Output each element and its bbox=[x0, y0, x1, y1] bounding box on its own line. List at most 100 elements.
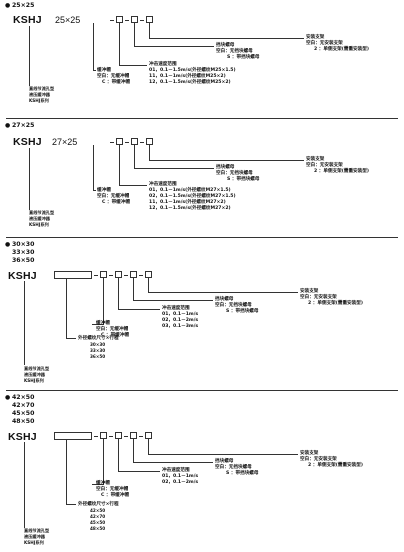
thread-opt: 42×50 bbox=[90, 508, 106, 513]
thread-opt: 33×30 bbox=[90, 348, 106, 353]
section-header: 33×30 bbox=[12, 249, 35, 256]
mount-title: 安装支架 bbox=[306, 157, 325, 162]
bullet-icon: ● bbox=[5, 241, 11, 248]
cap-title: 缓冲帽 bbox=[97, 68, 111, 73]
cap-opt1: 空白：无缓冲帽 bbox=[97, 74, 130, 79]
section-header: 25×25 bbox=[12, 2, 35, 9]
option-box-thread bbox=[54, 271, 92, 279]
option-box-mount bbox=[145, 432, 152, 439]
option-box-speed bbox=[116, 16, 123, 23]
option-box-speed bbox=[115, 271, 122, 278]
section-divider bbox=[6, 390, 398, 391]
model-code: KSHJ bbox=[13, 136, 42, 148]
mount-title: 安装支架 bbox=[306, 35, 325, 40]
cap-opt2: C ：带缓冲帽 bbox=[102, 80, 130, 85]
cap-title: 缓冲帽 bbox=[96, 321, 110, 326]
mount-title: 安装支架 bbox=[300, 451, 319, 456]
speed-title: 冲击速度范围 bbox=[149, 62, 177, 67]
model-code: KSHJ bbox=[13, 14, 42, 26]
series-line: KSHJ系列 bbox=[24, 540, 44, 545]
series-line: 直线节流孔型 bbox=[24, 366, 50, 371]
mount-opt1: 空白：无安装支架 bbox=[300, 457, 337, 462]
series-line: 直线节流孔型 bbox=[29, 86, 55, 91]
option-box-nut bbox=[130, 271, 137, 278]
series-line: 液压缓冲器 bbox=[29, 92, 50, 97]
option-box-nut bbox=[131, 16, 138, 23]
nut-opt2: S ：带挡块螺母 bbox=[227, 177, 260, 182]
speed-opt: 01，0.1－1.5m/s(外径螺纹M25×1.5) bbox=[149, 68, 236, 73]
nut-opt1: 空白：无挡块螺母 bbox=[216, 171, 253, 176]
bullet-icon: ● bbox=[5, 394, 11, 401]
speed-opt: 01，0.1－1m/s(外径螺纹M27×1.5) bbox=[149, 188, 231, 193]
option-box-mount bbox=[145, 271, 152, 278]
bullet-icon: ● bbox=[5, 122, 11, 129]
series-line: KSHJ系列 bbox=[24, 378, 44, 383]
series-line: 液压缓冲器 bbox=[29, 216, 50, 221]
mount-opt1: 空白：无安装支架 bbox=[306, 163, 343, 168]
option-box-mount bbox=[146, 16, 153, 23]
nut-title: 挡块螺母 bbox=[216, 43, 235, 48]
nut-opt1: 空白：无挡块螺母 bbox=[215, 303, 252, 308]
speed-opt: 12，0.1－1.5m/s(外径螺纹M25×2) bbox=[149, 80, 231, 85]
series-line: 液压缓冲器 bbox=[24, 534, 45, 539]
speed-title: 冲击速度范围 bbox=[149, 182, 177, 187]
mount-opt2: 2 ：单侧支架(需重安装型) bbox=[314, 47, 369, 52]
thread-opt: 42×70 bbox=[90, 514, 106, 519]
series-line: 直线节流孔型 bbox=[29, 210, 55, 215]
option-box-thread bbox=[54, 432, 92, 440]
series-line: 液压缓冲器 bbox=[24, 372, 45, 377]
option-box-mount bbox=[146, 138, 153, 145]
mount-opt1: 空白：无安装支架 bbox=[306, 41, 343, 46]
speed-opt: 02，0.1－2m/s bbox=[162, 318, 199, 323]
option-box-speed bbox=[116, 138, 123, 145]
option-box-cap bbox=[100, 432, 107, 439]
section-header: 30×30 bbox=[12, 241, 35, 248]
nut-title: 挡块螺母 bbox=[215, 459, 234, 464]
series-line: KSHJ系列 bbox=[29, 222, 49, 227]
cap-opt2: C ：带缓冲帽 bbox=[101, 333, 129, 338]
speed-opt: 02，0.1－1.5m/s(外径螺纹M27×1.5) bbox=[149, 194, 236, 199]
section-header: 42×70 bbox=[12, 402, 35, 409]
bullet-icon: ● bbox=[5, 2, 11, 9]
mount-opt1: 空白：无安装支架 bbox=[300, 295, 337, 300]
section-divider bbox=[6, 118, 398, 119]
cap-opt1: 空白：无缓冲帽 bbox=[96, 327, 129, 332]
mount-opt2: 2 ：单侧支架(需重安装型) bbox=[314, 169, 369, 174]
mount-opt2: 2 ：单侧支架(需重安装型) bbox=[308, 301, 363, 306]
cap-title: 缓冲帽 bbox=[96, 481, 110, 486]
nut-opt2: S ：带挡块螺母 bbox=[226, 471, 259, 476]
speed-opt: 12，0.1－1.5m/s(外径螺纹M27×2) bbox=[149, 206, 231, 211]
speed-opt: 11，0.1－1m/s(外径螺纹M27×2) bbox=[149, 200, 226, 205]
model-size: 27×25 bbox=[52, 137, 78, 147]
thread-opt: 30×30 bbox=[90, 342, 106, 347]
thread-title: 外径螺纹尺寸×行程 bbox=[78, 336, 119, 341]
cap-title: 缓冲帽 bbox=[97, 188, 111, 193]
section-header: 45×50 bbox=[12, 410, 35, 417]
thread-opt: 48×50 bbox=[90, 526, 106, 531]
thread-title: 外径螺纹尺寸×行程 bbox=[78, 502, 119, 507]
nut-title: 挡块螺母 bbox=[215, 297, 234, 302]
speed-opt: 03，0.1－3m/s bbox=[162, 324, 199, 329]
speed-opt: 02，0.1－2m/s bbox=[162, 480, 199, 485]
option-box-cap bbox=[100, 271, 107, 278]
mount-title: 安装支架 bbox=[300, 289, 319, 294]
section-header: 36×50 bbox=[12, 257, 35, 264]
option-box-nut bbox=[131, 138, 138, 145]
thread-opt: 45×50 bbox=[90, 520, 106, 525]
model-code: KSHJ bbox=[8, 270, 37, 282]
section-header: 27×25 bbox=[12, 122, 35, 129]
thread-opt: 36×50 bbox=[90, 354, 106, 359]
speed-title: 冲击速度范围 bbox=[162, 306, 190, 311]
nut-opt2: S ：带挡块螺母 bbox=[227, 55, 260, 60]
nut-opt2: S ：带挡块螺母 bbox=[226, 309, 259, 314]
cap-opt2: C ：带缓冲帽 bbox=[102, 200, 130, 205]
series-line: 直线节流孔型 bbox=[24, 528, 50, 533]
mount-opt2: 2 ：单侧支架(需重安装型) bbox=[308, 463, 363, 468]
section-divider bbox=[6, 237, 398, 238]
model-code: KSHJ bbox=[8, 431, 37, 443]
speed-title: 冲击速度范围 bbox=[162, 468, 190, 473]
speed-opt: 01，0.1－1m/s bbox=[162, 474, 199, 479]
speed-opt: 11，0.1－1m/s(外径螺纹M25×2) bbox=[149, 74, 226, 79]
cap-opt1: 空白：无缓冲帽 bbox=[97, 194, 130, 199]
nut-title: 挡块螺母 bbox=[216, 165, 235, 170]
